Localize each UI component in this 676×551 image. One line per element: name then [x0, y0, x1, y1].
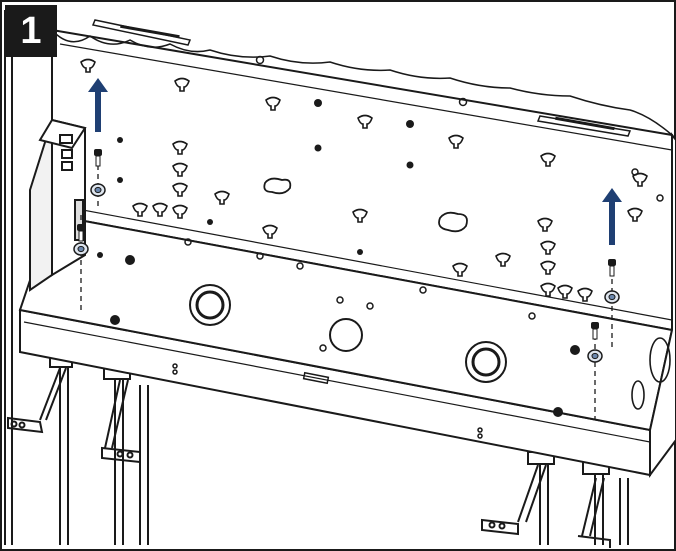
top-rim: [51, 29, 673, 136]
rim-slots: [91, 19, 632, 137]
arrow-up-icon: [602, 188, 622, 245]
fold-line: [55, 204, 673, 321]
mounted-component: [29, 118, 87, 292]
lip-slot: [302, 371, 330, 385]
open-holes: [172, 55, 664, 439]
tray-body: [18, 28, 676, 479]
side-wall-cutouts: [631, 337, 671, 410]
front-lip-line: [23, 321, 651, 443]
small-holes: [97, 99, 580, 417]
arrow-up-icon: [88, 78, 108, 132]
top-rim-inner: [59, 43, 673, 151]
round-ports: [189, 284, 507, 383]
step-number-badge: 1: [5, 5, 57, 57]
irregular-cutouts: [263, 177, 468, 233]
